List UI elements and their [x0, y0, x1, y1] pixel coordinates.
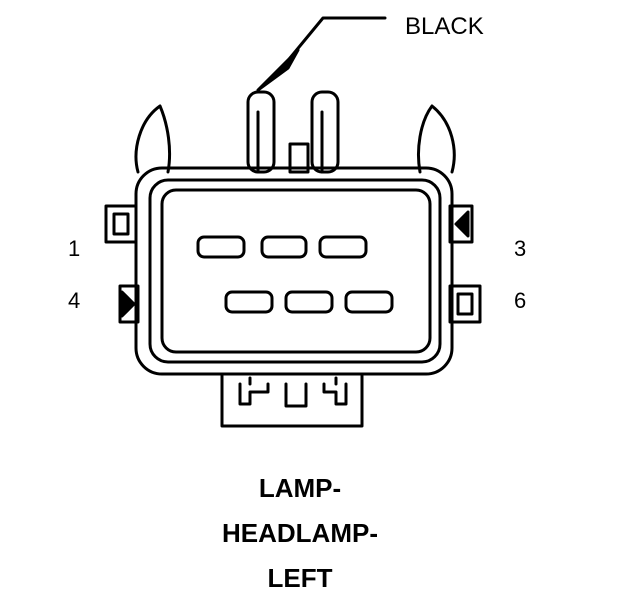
- callout-leader: [256, 16, 387, 92]
- connector-housing-outer: [134, 166, 454, 376]
- right-latch-fin: [417, 104, 456, 174]
- pin-slot: [224, 290, 274, 314]
- connector-cavity: [160, 188, 432, 354]
- center-key: [288, 142, 310, 174]
- pin-slot: [260, 235, 308, 259]
- pin-label-6: 6: [514, 288, 526, 313]
- pin-slot: [196, 235, 246, 259]
- callout-arrow-icon: [256, 48, 300, 92]
- left-clip-upper: [104, 204, 138, 244]
- pin-label-4: 4: [68, 288, 80, 313]
- callout-label: BLACK: [405, 13, 484, 40]
- right-clip-upper: [448, 204, 474, 244]
- connector-housing-inner: [148, 178, 442, 364]
- left-latch-fin: [134, 104, 172, 174]
- top-terminal-right: [310, 90, 340, 174]
- caption-line-3: LEFT: [268, 563, 333, 593]
- pin-slots: [196, 235, 394, 314]
- pin-label-3: 3: [514, 236, 526, 261]
- right-clip-lower: [448, 284, 482, 324]
- pin-slot: [344, 290, 394, 314]
- left-clip-lower: [118, 284, 140, 324]
- pin-label-1: 1: [68, 236, 80, 261]
- pin-slot: [284, 290, 334, 314]
- top-terminal-left: [246, 90, 276, 174]
- pin-slot: [318, 235, 368, 259]
- caption-line-2: HEADLAMP-: [222, 518, 378, 548]
- bottom-locking-tab: [220, 374, 364, 428]
- caption-line-1: LAMP-: [259, 473, 341, 503]
